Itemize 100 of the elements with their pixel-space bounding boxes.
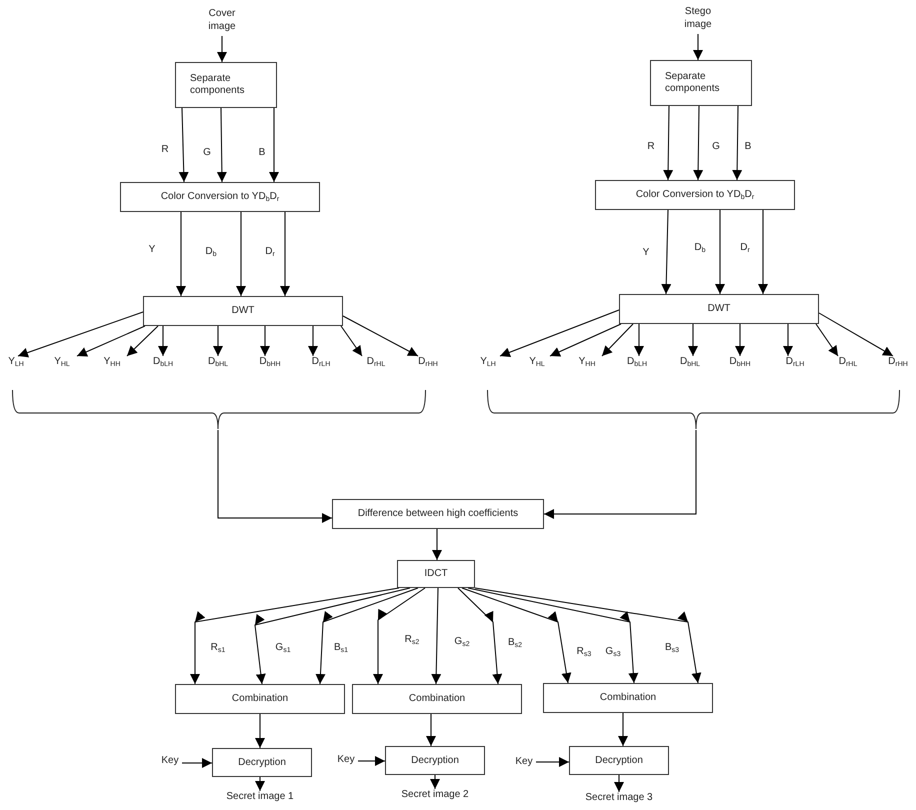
box-label: Separate components (665, 71, 720, 95)
arrow (218, 430, 332, 523)
arrow (342, 316, 418, 356)
coefficient-label: D$_{rHL}$ (833, 356, 863, 374)
coefficient-label: D$_{bLH}$ (148, 356, 178, 374)
arrow (76, 326, 146, 357)
arrow (544, 430, 696, 519)
key-label: Key (512, 756, 536, 772)
box-label: Combination (232, 693, 288, 705)
arrow (458, 588, 502, 684)
arrow (468, 588, 638, 684)
box-label: IDCT (424, 568, 448, 580)
process-box (569, 746, 669, 775)
coefficient-label: Y$_{HL}$ (522, 356, 552, 374)
coefficient-label: Y$_{HH}$ (97, 356, 127, 374)
arrow (217, 36, 227, 62)
input-label: Cover image (202, 8, 242, 36)
arrow (255, 776, 265, 792)
arrow (536, 757, 570, 767)
arrow (693, 106, 704, 180)
box-label: DWT (232, 305, 254, 317)
coefficient-label: D$_{rHL}$ (361, 356, 391, 374)
arrow (269, 108, 279, 182)
coefficient-label: D$_{rHH}$ (413, 356, 443, 374)
process-box (175, 62, 277, 108)
process-box (143, 296, 343, 326)
arrow (732, 106, 742, 180)
edge-label: G$_{s1}$ (274, 642, 292, 654)
arrow (158, 326, 168, 356)
arrow (176, 212, 186, 296)
arrow (688, 324, 698, 356)
coefficient-label: D$_{rHH}$ (883, 356, 913, 374)
arrow (280, 212, 290, 296)
arrow (254, 588, 410, 684)
arrow (735, 324, 745, 356)
edge-label: B$_{s3}$ (664, 642, 680, 654)
arrow (715, 210, 725, 294)
box-label: Combination (408, 693, 466, 705)
process-box (175, 684, 345, 714)
process-box (543, 683, 713, 713)
arrow (783, 324, 793, 356)
process-box (352, 684, 522, 714)
key-label: Key (158, 755, 182, 771)
arrow (255, 714, 265, 748)
arrow (236, 212, 246, 296)
arrow (190, 588, 400, 684)
box-label: Decryption (238, 756, 286, 768)
arrow (426, 714, 436, 746)
coefficient-label: D$_{bHH}$ (255, 356, 285, 374)
coefficient-label: Y$_{HL}$ (47, 356, 77, 374)
output-label: Secret image 2 (380, 789, 490, 805)
coefficient-label: D$_{rLH}$ (780, 356, 810, 374)
coefficient-label: Y$_{LH}$ (1, 356, 31, 374)
arrow (178, 108, 189, 182)
arrow (340, 326, 362, 356)
process-box (385, 746, 485, 775)
coefficient-label: D$_{bHH}$ (725, 356, 755, 374)
process-box (619, 294, 819, 324)
output-label: Secret image 3 (564, 792, 674, 808)
edge-label: B$_{s1}$ (332, 642, 350, 654)
edge-label: D$_{r}$ (264, 246, 276, 258)
arrow (18, 312, 144, 358)
arrow (500, 310, 620, 358)
process-box (650, 60, 752, 106)
arrow (693, 34, 703, 60)
arrow (602, 324, 634, 356)
box-label: Decryption (595, 754, 643, 766)
arrow (126, 326, 158, 356)
output-label: Secret image 1 (205, 791, 315, 807)
arrow (634, 324, 644, 356)
edge-label: D$_{b}$ (204, 246, 218, 258)
key-label: Key (334, 754, 358, 770)
edge-label: B$_{s2}$ (506, 637, 524, 649)
arrow (358, 756, 386, 766)
coefficient-label: D$_{bLH}$ (622, 356, 652, 374)
box-label: Combination (600, 692, 656, 704)
box-label: Separate components (190, 73, 246, 97)
edge-label: R$_{s2}$ (404, 634, 420, 646)
arrow (614, 774, 624, 792)
arrow (213, 326, 223, 356)
arrow (260, 326, 270, 356)
arrow (816, 324, 838, 356)
edge-label: D$_{r}$ (739, 242, 751, 254)
edge-label: G$_{s3}$ (604, 646, 622, 658)
arrow (474, 588, 702, 684)
process-box (397, 560, 475, 588)
box-label: DWT (708, 303, 730, 315)
arrow (316, 588, 418, 684)
process-box (120, 182, 320, 212)
arrow (618, 712, 628, 746)
arrow (430, 774, 440, 790)
input-label: Stego image (678, 6, 718, 34)
edge-label: R$_{s3}$ (576, 646, 592, 658)
coefficient-label: D$_{rLH}$ (306, 356, 336, 374)
process-box (212, 748, 312, 777)
arrow (308, 326, 318, 356)
edge-label: D$_{b}$ (693, 242, 707, 254)
arrow (758, 210, 768, 294)
arrow (216, 108, 227, 182)
arrow (182, 758, 212, 768)
